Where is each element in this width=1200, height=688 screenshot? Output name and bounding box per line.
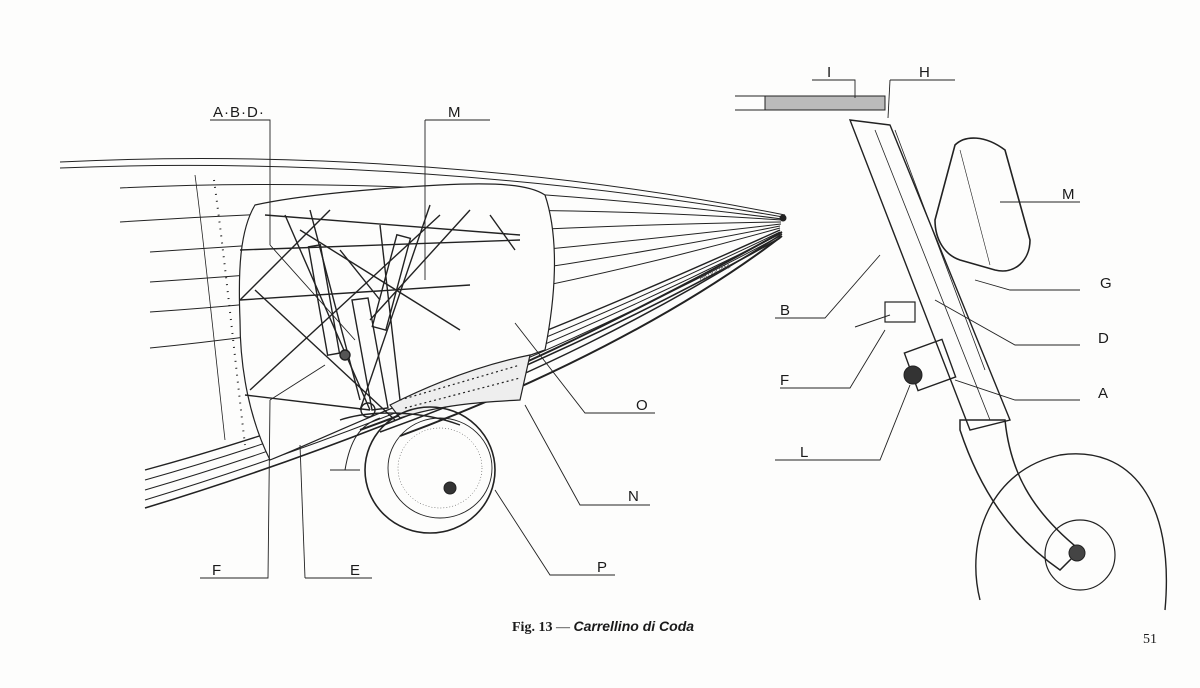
label-f-right: F	[780, 372, 790, 389]
label-abd: A·B·D·	[213, 104, 265, 121]
label-e: E	[350, 562, 361, 579]
label-p: P	[597, 559, 608, 576]
label-l: L	[800, 444, 809, 461]
label-a: A	[1098, 385, 1109, 402]
label-b: B	[780, 302, 791, 319]
tail-wheel	[330, 406, 496, 534]
label-n: N	[628, 488, 640, 505]
label-i: I	[827, 64, 832, 81]
label-m-left: M	[448, 104, 462, 121]
leader-lines-right	[775, 79, 1080, 461]
caption-dash: —	[555, 620, 570, 635]
internal-truss	[239, 204, 521, 421]
label-h: H	[919, 64, 931, 81]
figure-number: Fig. 13	[512, 620, 553, 635]
side-view-assembly	[735, 95, 1167, 611]
label-o: O	[636, 397, 649, 414]
figure-title: Carrellino di Coda	[573, 618, 695, 634]
fairing	[389, 354, 531, 419]
figure-caption: Fig. 13 — Carrellino di Coda	[512, 618, 694, 636]
label-d: D	[1098, 330, 1110, 347]
label-f-left: F	[212, 562, 222, 579]
label-g: G	[1100, 275, 1113, 292]
shock-strut	[307, 233, 412, 418]
label-m-right: M	[1062, 186, 1076, 203]
leader-lines-left	[200, 119, 655, 579]
page-number: 51	[1143, 632, 1157, 647]
